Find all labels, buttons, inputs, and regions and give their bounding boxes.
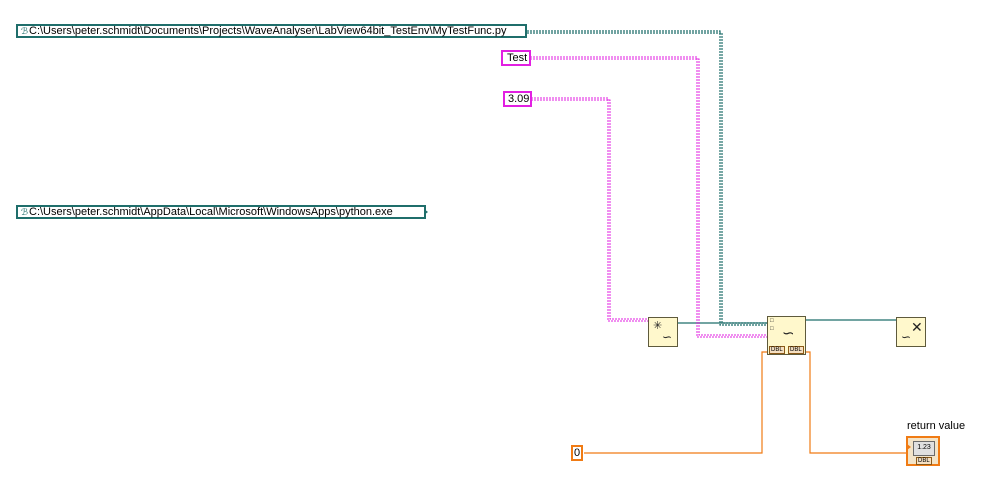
string-constant-value: Test bbox=[507, 52, 528, 64]
return-value-indicator[interactable]: 1.23 DBL bbox=[906, 436, 940, 466]
path-wire-script[interactable] bbox=[527, 30, 767, 326]
python-snake-icon: ∽ bbox=[901, 330, 912, 344]
asterisk-icon: ✳ bbox=[653, 320, 663, 332]
path-glyph-icon: ℬ bbox=[21, 207, 29, 217]
numeric-wire-return[interactable] bbox=[796, 351, 906, 454]
numeric-wire-zero[interactable] bbox=[584, 351, 771, 454]
string-constant-test[interactable]: Test bbox=[501, 50, 531, 66]
numeric-constant-309[interactable]: 3.09 bbox=[503, 91, 532, 107]
open-python-session-node[interactable]: ✳ ∽ bbox=[648, 317, 678, 347]
python-path-constant[interactable]: ℬC:\Users\peter.schmidt\AppData\Local\Mi… bbox=[16, 205, 428, 219]
numeric-constant-value: 3.09 bbox=[508, 93, 530, 105]
path-glyph-icon: ℬ bbox=[21, 26, 29, 36]
dbl-tag-a: DBL bbox=[769, 346, 785, 354]
python-call-node[interactable]: □□ ∽ DBL DBL bbox=[767, 316, 806, 355]
zero-constant-value: 0 bbox=[573, 447, 581, 459]
return-value-label: return value bbox=[907, 420, 966, 432]
indicator-display: 1.23 bbox=[913, 441, 935, 456]
script-path-constant[interactable]: ℬC:\Users\peter.schmidt\Documents\Projec… bbox=[16, 24, 527, 38]
python-snake-icon: ∽ bbox=[662, 330, 673, 344]
dbl-tag-b: DBL bbox=[788, 346, 804, 354]
python-path-text: C:\Users\peter.schmidt\AppData\Local\Mic… bbox=[29, 206, 393, 218]
script-path-text: C:\Users\peter.schmidt\Documents\Project… bbox=[29, 25, 507, 37]
string-wire-test[interactable] bbox=[530, 56, 767, 338]
indicator-type-tag: DBL bbox=[916, 457, 932, 465]
input-terminals-icon: □□ bbox=[770, 318, 774, 332]
numeric-constant-zero[interactable]: 0 bbox=[571, 445, 583, 461]
numeric-wire-309[interactable] bbox=[531, 97, 648, 322]
close-icon: ✕ bbox=[911, 319, 923, 335]
python-snake-icon: ∽ bbox=[782, 325, 795, 342]
close-python-session-node[interactable]: ✕ ∽ bbox=[896, 317, 926, 347]
output-terminal-icon bbox=[424, 209, 428, 215]
input-terminal-icon bbox=[907, 444, 911, 450]
